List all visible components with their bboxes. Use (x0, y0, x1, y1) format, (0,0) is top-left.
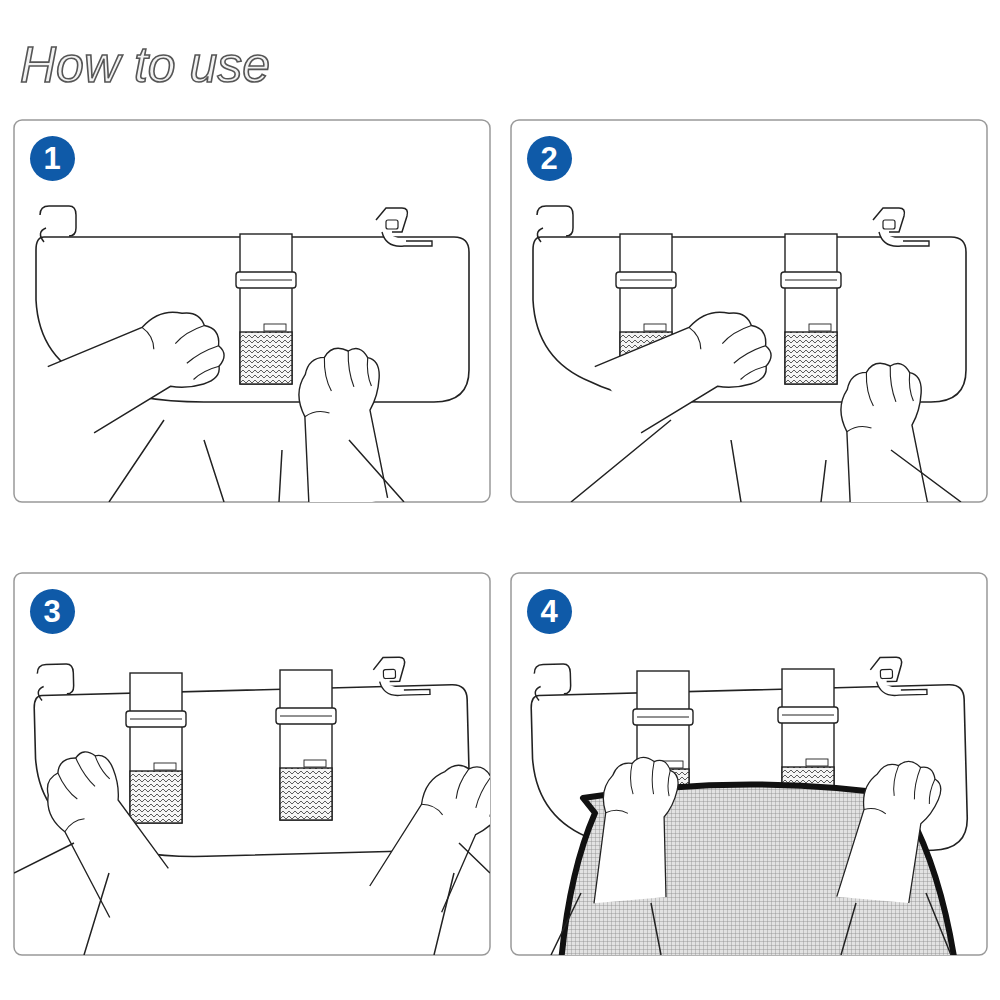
step-number-text: 3 (43, 596, 60, 627)
step-number: 4 (527, 589, 572, 634)
step-number: 3 (30, 589, 75, 634)
step-number-text: 1 (43, 143, 60, 174)
page-title: How to use (20, 36, 270, 94)
step-number: 1 (30, 136, 75, 181)
step-number-text: 4 (540, 596, 557, 627)
step-number-text: 2 (540, 143, 557, 174)
step-number: 2 (527, 136, 572, 181)
